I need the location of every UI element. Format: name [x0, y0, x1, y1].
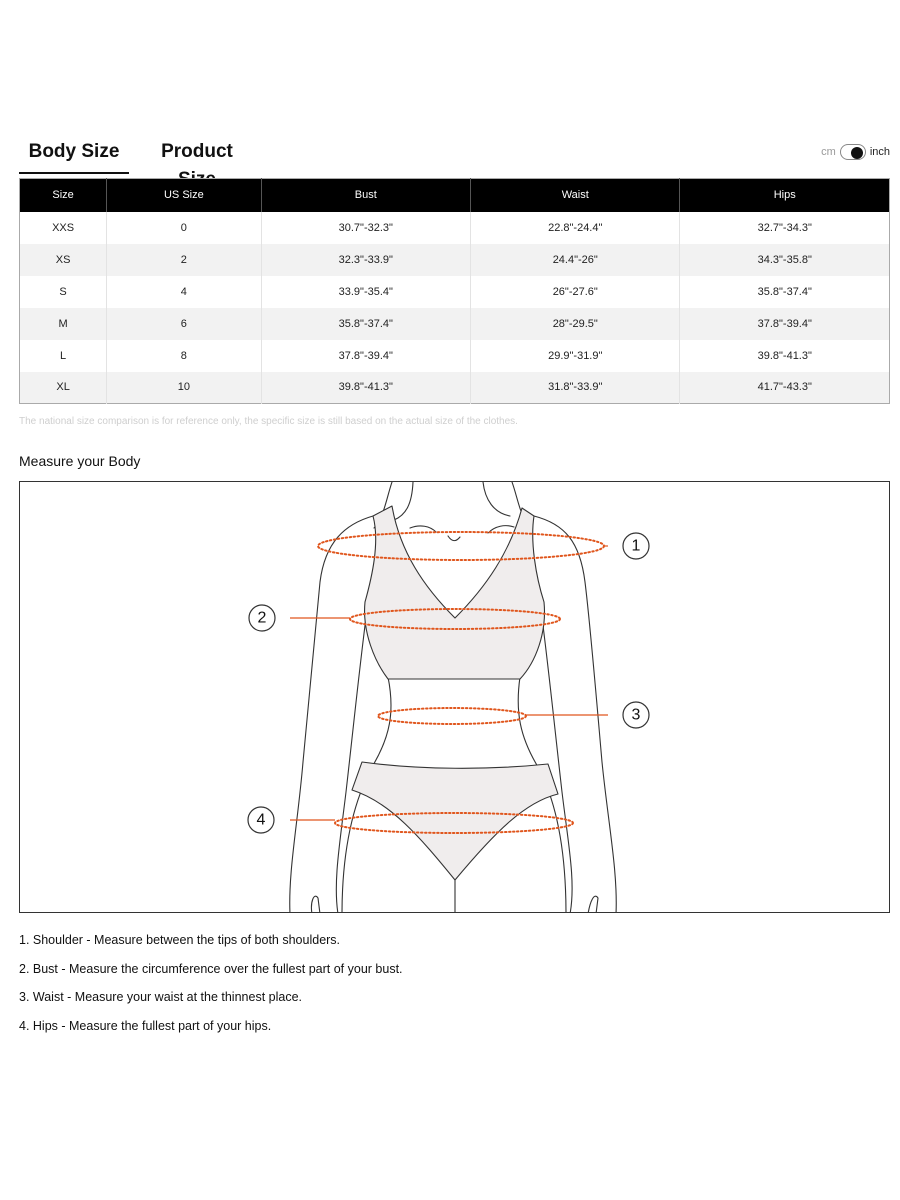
cell-size: XL: [19, 371, 108, 404]
cell-waist: 24.4"-26": [470, 243, 681, 276]
unit-switch-knob: [850, 147, 863, 159]
neck-right: [482, 482, 511, 517]
body-measurement-illustration: 1 2 3 4: [19, 481, 890, 913]
body-figure-svg: 1 2 3 4: [247, 482, 650, 912]
shoulder-measure-line: [317, 531, 605, 561]
table-row: S 4 33.9"-35.4" 26"-27.6" 35.8"-37.4": [19, 275, 890, 308]
header-bust: Bust: [261, 178, 472, 212]
right-fingers: [587, 895, 599, 912]
bra-shape: [364, 505, 546, 680]
unit-cm-label[interactable]: cm: [821, 146, 836, 158]
table-row: XXS 0 30.7"-32.3" 22.8"-24.4" 32.7"-34.3…: [19, 211, 890, 244]
cell-size: XS: [19, 243, 108, 276]
size-chart-table: Size US Size Bust Waist Hips XXS 0 30.7"…: [19, 178, 890, 404]
cell-size: S: [19, 275, 108, 308]
cell-us-size: 4: [106, 275, 262, 308]
tab-product-size[interactable]: Product Size: [161, 141, 233, 190]
header-size: Size: [19, 178, 108, 212]
right-arm-outer: [533, 515, 617, 912]
header-waist: Waist: [470, 178, 681, 212]
cell-waist: 28"-29.5": [470, 307, 681, 340]
cell-bust: 30.7"-32.3": [261, 211, 472, 244]
table-row: M 6 35.8"-37.4" 28"-29.5" 37.8"-39.4": [19, 307, 890, 340]
left-arm-outer: [289, 515, 374, 912]
cell-us-size: 6: [106, 307, 262, 340]
cell-hips: 37.8"-39.4": [679, 307, 890, 340]
header-hips: Hips: [679, 178, 890, 212]
cell-bust: 32.3"-33.9": [261, 243, 472, 276]
cell-hips: 34.3"-35.8": [679, 243, 890, 276]
cell-hips: 39.8"-41.3": [757, 349, 812, 362]
waist-measure-line: [377, 707, 527, 725]
marker-2-label: 2: [258, 610, 267, 627]
marker-1-label: 1: [632, 538, 641, 555]
cell-us-size: 8: [106, 339, 262, 372]
marker-4-label: 4: [257, 812, 266, 829]
cell-waist: 29.9"-31.9": [470, 339, 681, 372]
collarbone-left: [409, 525, 437, 533]
cell-us-size: 10: [106, 371, 262, 404]
measurement-instructions: 1. Shoulder - Measure between the tips o…: [19, 930, 403, 1044]
measure-section-title: Measure your Body: [19, 453, 141, 469]
table-row: XS 2 32.3"-33.9" 24.4"-26" 34.3"-35.8": [19, 243, 890, 276]
cell-waist: 31.8"-33.9": [470, 371, 681, 404]
table-header-row: Size US Size Bust Waist Hips: [19, 178, 890, 212]
size-tabs: Body Size Product Size cm inch: [19, 138, 890, 190]
instruction-shoulder: 1. Shoulder - Measure between the tips o…: [19, 933, 341, 947]
cell-us-size: 2: [106, 243, 262, 276]
cell-waist: 26"-27.6": [470, 275, 681, 308]
unit-inch-label[interactable]: inch: [869, 146, 890, 158]
size-reference-note: The national size comparison is for refe…: [19, 416, 518, 427]
neck-left: [393, 482, 414, 521]
unit-toggle[interactable]: cm inch: [821, 144, 890, 160]
cell-hips: 41.7"-43.3": [679, 371, 890, 404]
hips-measure-line: [334, 812, 574, 834]
cell-us-size: 0: [106, 211, 262, 244]
cell-bust: 33.9"-35.4": [261, 275, 472, 308]
tab-body-size[interactable]: Body Size: [19, 138, 129, 174]
marker-3-label: 3: [632, 707, 641, 724]
table-row: L 8 37.8"-39.4" 29.9"-31.9" 39.8"-41.3": [19, 339, 890, 372]
left-fingers: [310, 895, 321, 912]
cell-size: XXS: [19, 211, 108, 244]
marker-2-circle: [248, 604, 276, 632]
instruction-hips: 4. Hips - Measure the fullest part of yo…: [19, 1018, 272, 1033]
unit-switch[interactable]: [839, 144, 866, 160]
right-arm-inner: [539, 601, 573, 912]
cell-hips: 32.7"-34.3": [757, 221, 812, 234]
sternum: [447, 535, 461, 542]
table-row: XL 10 39.8"-41.3" 31.8"-33.9" 41.7"-43.3…: [19, 371, 890, 404]
cell-waist: 22.8"-24.4": [470, 211, 681, 244]
instruction-bust: 2. Bust - Measure the circumference over…: [19, 961, 403, 976]
cell-bust: 39.8"-41.3": [261, 371, 472, 404]
cell-bust: 35.8"-37.4": [261, 307, 472, 340]
marker-1-circle: [622, 532, 650, 560]
cell-hips: 35.8"-37.4": [757, 285, 812, 298]
bust-measure-line: [349, 608, 561, 630]
marker-3-circle: [622, 701, 650, 729]
instruction-waist: 3. Waist - Measure your waist at the thi…: [19, 990, 302, 1004]
cell-bust: 37.8"-39.4": [261, 339, 472, 372]
header-us-size: US Size: [106, 178, 262, 212]
marker-4-circle: [247, 806, 275, 834]
underwear-shape: [351, 761, 559, 881]
cell-size: L: [19, 339, 108, 372]
cell-size: M: [19, 307, 108, 340]
left-arm-inner: [335, 601, 369, 912]
